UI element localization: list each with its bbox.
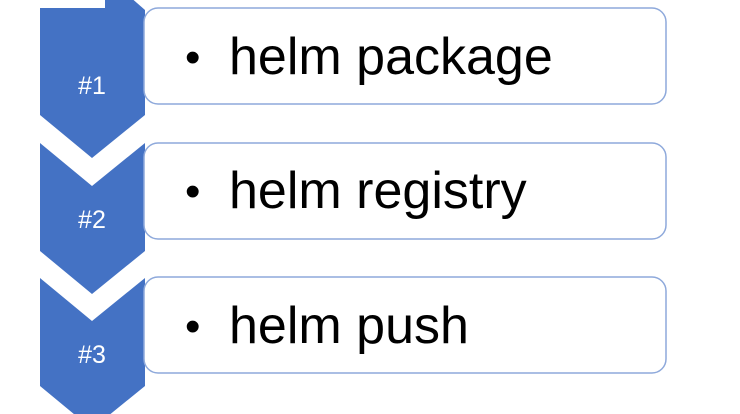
step-3-bullet: • [185, 302, 200, 351]
step-2-card [143, 142, 667, 240]
step-3-chevron [40, 278, 145, 414]
step-2-text: helm registry [229, 162, 527, 220]
step-2: #2 • helm registry [40, 142, 667, 294]
step-3-badge-label: #3 [78, 341, 106, 369]
step-2-badge-label: #2 [78, 206, 106, 234]
step-1-bullet: • [185, 33, 200, 82]
step-3: #3 • helm push [40, 276, 667, 414]
step-3-card [143, 276, 667, 374]
step-1-chevron [40, 0, 145, 158]
step-1-card [143, 7, 667, 105]
step-2-bullet: • [185, 167, 200, 216]
step-3-text: helm push [229, 297, 469, 355]
step-1-text: helm package [229, 28, 553, 86]
step-1-badge-label: #1 [78, 72, 106, 100]
step-1: #1 • helm package [40, 0, 667, 158]
step-2-chevron [40, 143, 145, 294]
